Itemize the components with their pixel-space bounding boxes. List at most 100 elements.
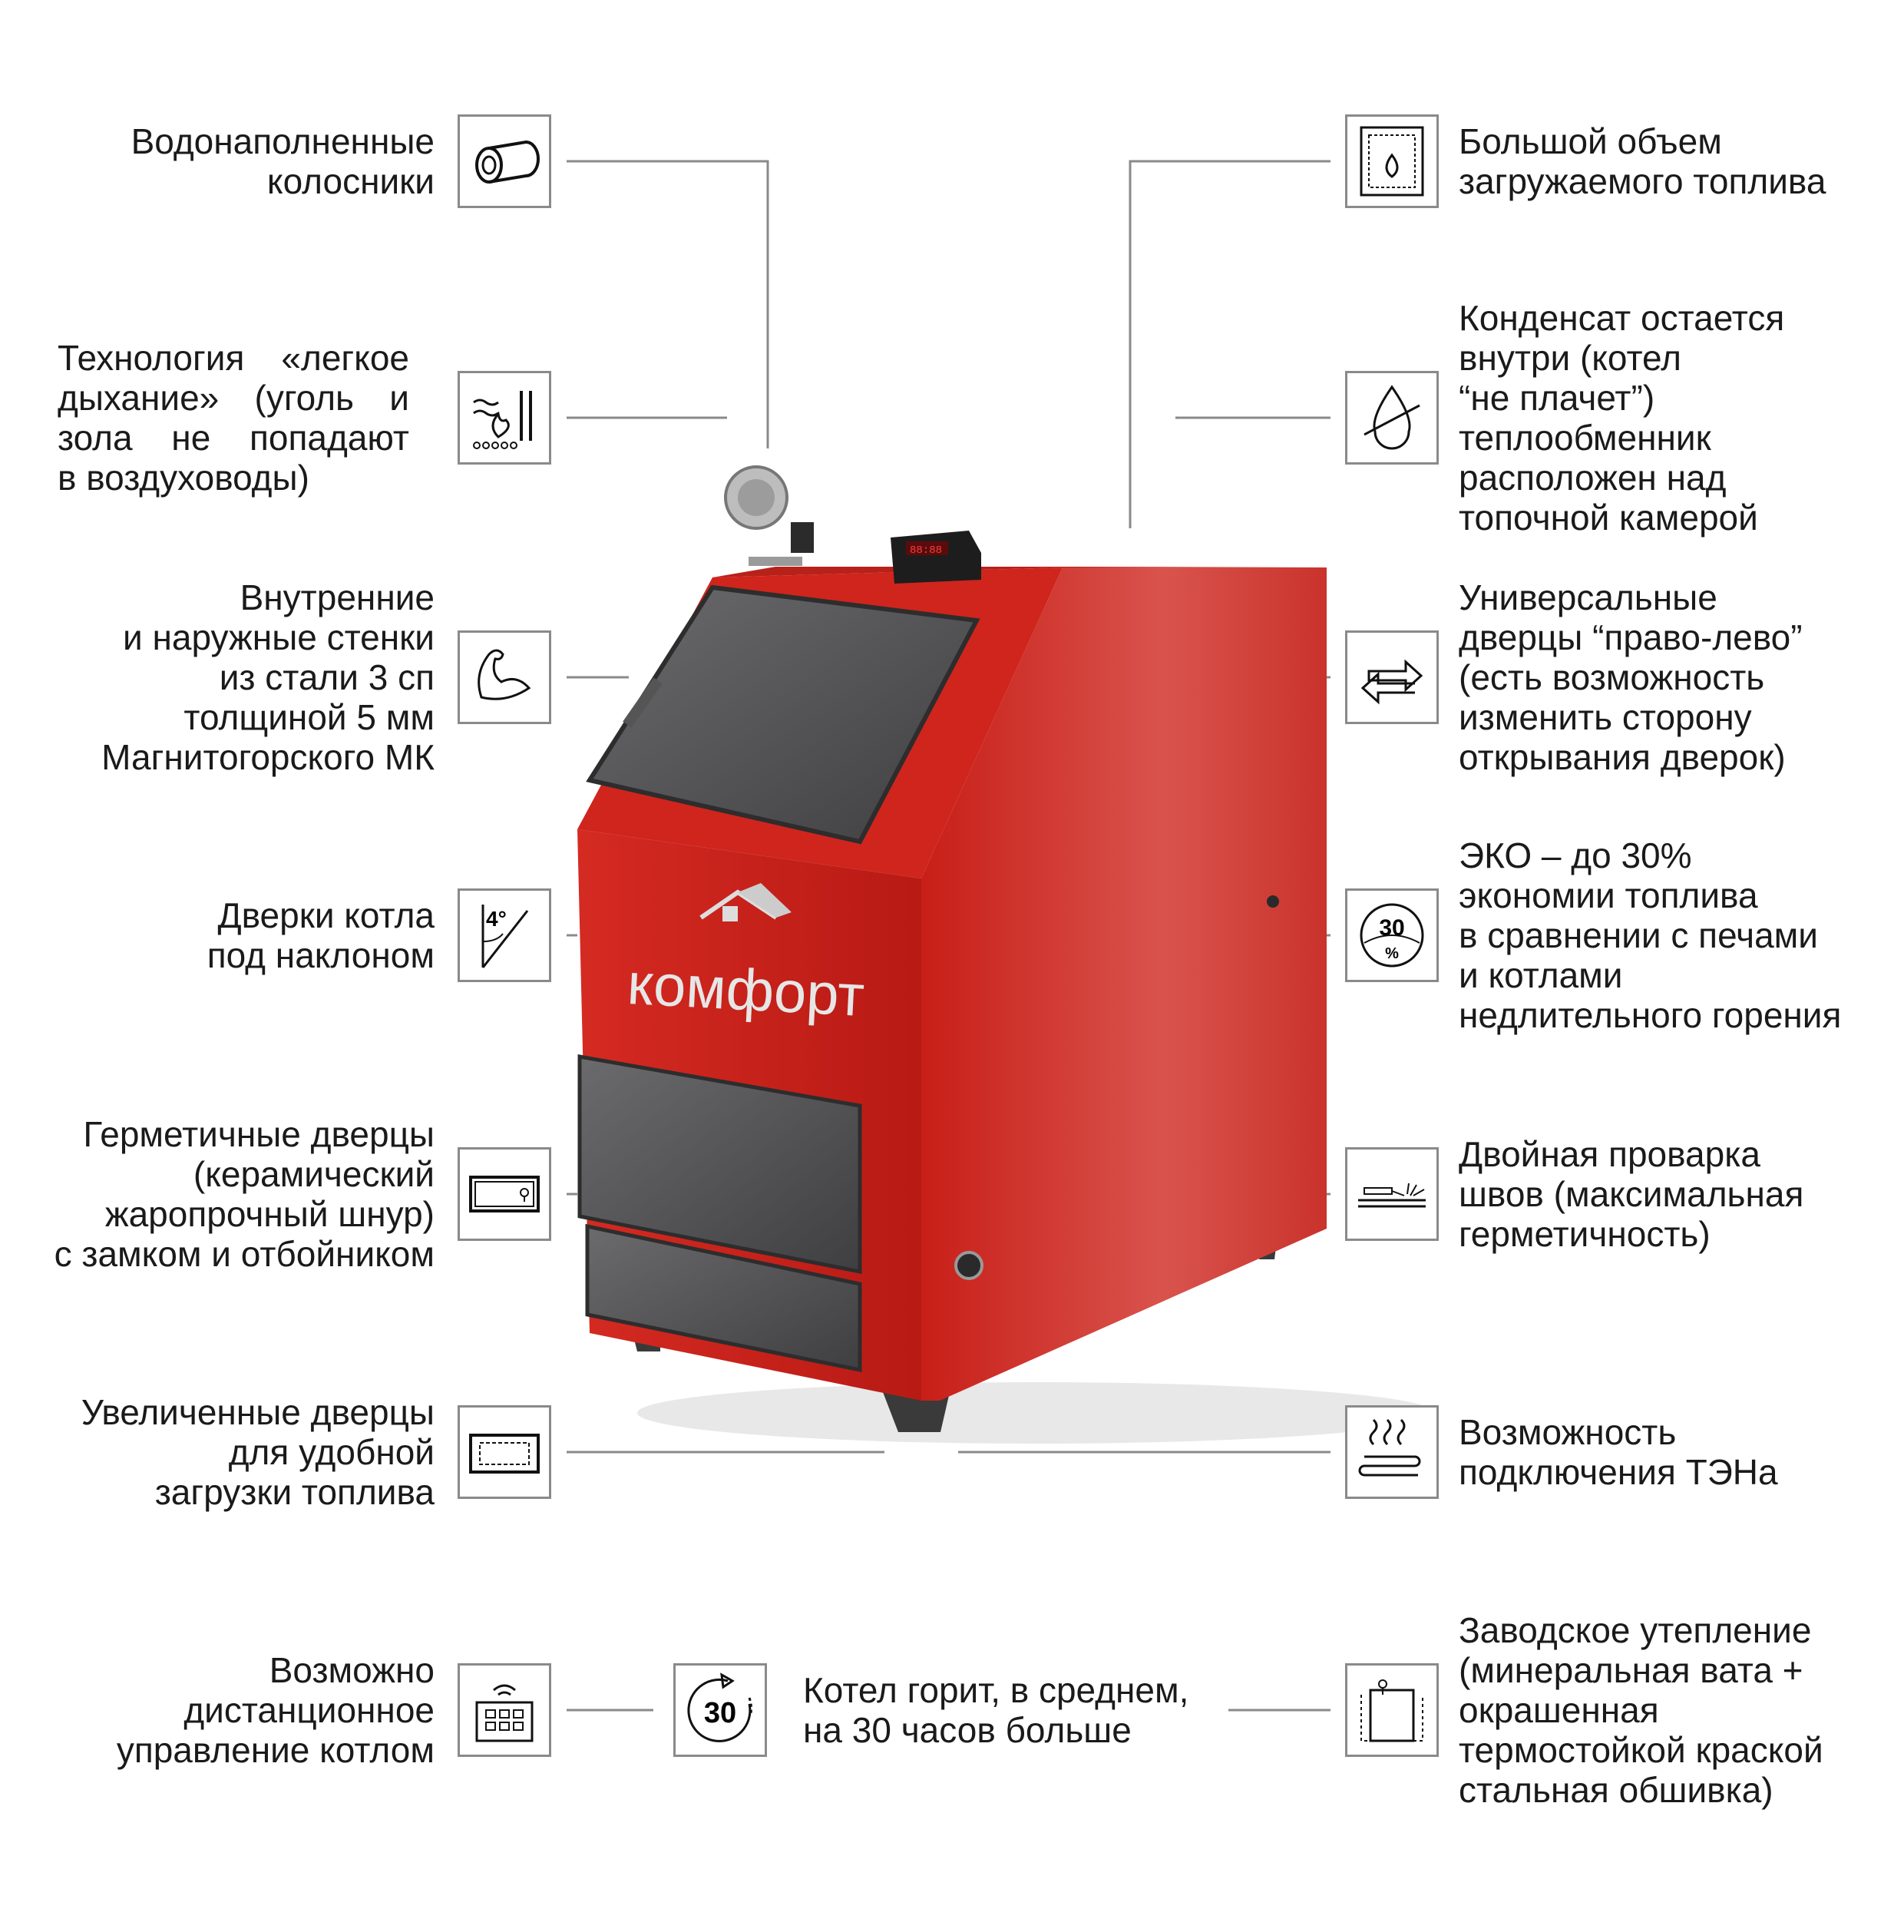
feature-text-line: (есть возможность <box>1459 657 1765 697</box>
feature-text-line: и наружные стенки <box>122 617 435 657</box>
feature-text-line: управление котлом <box>116 1730 435 1770</box>
feature-text-line: Возможность <box>1459 1412 1677 1452</box>
remote-control-wifi-icon <box>458 1663 551 1757</box>
burn-time-30-icon: 30 <box>673 1663 767 1757</box>
feature-text-line: теплообменник <box>1459 418 1711 458</box>
feature-text-line: Котел горит, в среднем, <box>803 1670 1189 1710</box>
side-port <box>954 1251 983 1280</box>
feature-text-line: подключения ТЭНа <box>1459 1452 1778 1492</box>
feature-text-line: в сравнении с печами <box>1459 915 1818 955</box>
feature-text-line: Технология «легкое <box>58 338 409 378</box>
controller-unit: 88:88 <box>891 531 981 584</box>
enlarged-door-icon <box>458 1405 551 1499</box>
feature-text-line: изменить сторону <box>1459 697 1752 737</box>
muscle-arm-icon <box>458 630 551 724</box>
large-fuel-volume-icon <box>1345 114 1439 208</box>
feature-text-line: дыхание» (уголь и <box>58 378 409 418</box>
loading-door <box>586 584 980 845</box>
swap-arrows-icon <box>1345 630 1439 724</box>
double-weld-icon <box>1345 1147 1439 1241</box>
feature-text-line: зола не попадают <box>58 418 409 458</box>
eco-30-percent-icon: 30% <box>1345 888 1439 982</box>
easy-breath-fire-icon <box>458 371 551 465</box>
feature-text-line: (минеральная вата + <box>1459 1650 1803 1690</box>
feature-text-line: жаропрочный шнур) <box>104 1194 435 1234</box>
feature-text-line: Водонаполненные <box>131 121 435 161</box>
side-port <box>1267 895 1279 908</box>
icon-label: 30 <box>1379 915 1404 941</box>
feature-text-line: Универсальные <box>1459 577 1717 617</box>
feature-text-line: на 30 часов больше <box>803 1710 1132 1750</box>
feature-text-line: стальная обшивка) <box>1459 1770 1773 1810</box>
feature-text-line: расположен над <box>1459 458 1727 498</box>
feature-text-line: Внутренние <box>240 577 435 617</box>
feature-text-line: ЭКО – до 30% <box>1459 835 1692 875</box>
feature-text-line: (керамический <box>193 1154 435 1194</box>
fan-blower <box>724 465 814 566</box>
feature-text-line: толщиной 5 мм <box>183 697 435 737</box>
feature-text-line: Заводское утепление <box>1459 1610 1812 1650</box>
feature-text-line: открывания дверок) <box>1459 737 1786 777</box>
feature-text: Заводское утепление(минеральная вата +ок… <box>1459 1610 1823 1810</box>
feature-text-line: Герметичные дверцы <box>83 1114 435 1154</box>
sealed-door-lock-icon <box>458 1147 551 1241</box>
brand-logo <box>699 883 792 921</box>
feature-text: Котел горит, в среднем,на 30 часов больш… <box>803 1670 1188 1750</box>
firebox-door <box>577 1054 862 1275</box>
feature-text-line: недлительного горения <box>1459 995 1842 1035</box>
loading-door-handle <box>623 677 663 728</box>
feature-text-line: герметичность) <box>1459 1214 1711 1254</box>
feature-text-line: окрашенная <box>1459 1690 1659 1730</box>
feature-text-line: с замком и отбойником <box>54 1234 435 1274</box>
feature-text-line: Магнитогорского МК <box>101 737 435 777</box>
feature-text-line: дистанционное <box>183 1690 435 1730</box>
feature-text-line: экономии топлива <box>1459 875 1758 915</box>
feature-text-line: дверцы “право-лево” <box>1459 617 1803 657</box>
insulation-icon <box>1345 1663 1439 1757</box>
angle-4-degree-icon: 4° <box>458 888 551 982</box>
feature-text-line: Большой объем <box>1459 121 1722 161</box>
feature-text-line: под наклоном <box>207 935 435 975</box>
feature-text-line: и котлами <box>1459 955 1623 995</box>
svg-text:88:88: 88:88 <box>910 544 942 557</box>
feature-text-line: термостойкой краской <box>1459 1730 1823 1770</box>
feature-text-line: Конденсат остается <box>1459 298 1785 338</box>
feature-text-line: Возможно <box>269 1650 435 1690</box>
icon-label: 30 <box>704 1697 736 1729</box>
icon-label: 4° <box>486 907 507 931</box>
condensate-drop-icon <box>1345 371 1439 465</box>
boiler-side <box>921 567 1327 1401</box>
feature-text-line: Дверки котла <box>217 895 435 935</box>
feature-text-line: Двойная проварка <box>1459 1134 1760 1174</box>
feature-text-line: загрузки топлива <box>154 1472 435 1512</box>
heating-element-icon <box>1345 1405 1439 1499</box>
feature-text-line: для удобной <box>228 1432 435 1472</box>
ash-door <box>585 1223 862 1373</box>
feature-text-line: внутри (котел <box>1459 338 1681 378</box>
water-grate-icon <box>458 114 551 208</box>
floor-shadow <box>637 1382 1436 1444</box>
svg-text:%: % <box>1385 945 1399 962</box>
feature-text-line: Увеличенные дверцы <box>81 1392 435 1432</box>
feature-text-line: топочной камерой <box>1459 498 1758 538</box>
feature-text-line: в воздуховоды) <box>58 458 309 498</box>
feature-text-line: “не плачет”) <box>1459 378 1655 418</box>
feature-text-line: швов (максимальная <box>1459 1174 1804 1214</box>
feature-text-line: загружаемого топлива <box>1459 161 1826 201</box>
feature-text-line: колосники <box>266 161 435 201</box>
feature-text-line: из стали 3 сп <box>219 657 435 697</box>
